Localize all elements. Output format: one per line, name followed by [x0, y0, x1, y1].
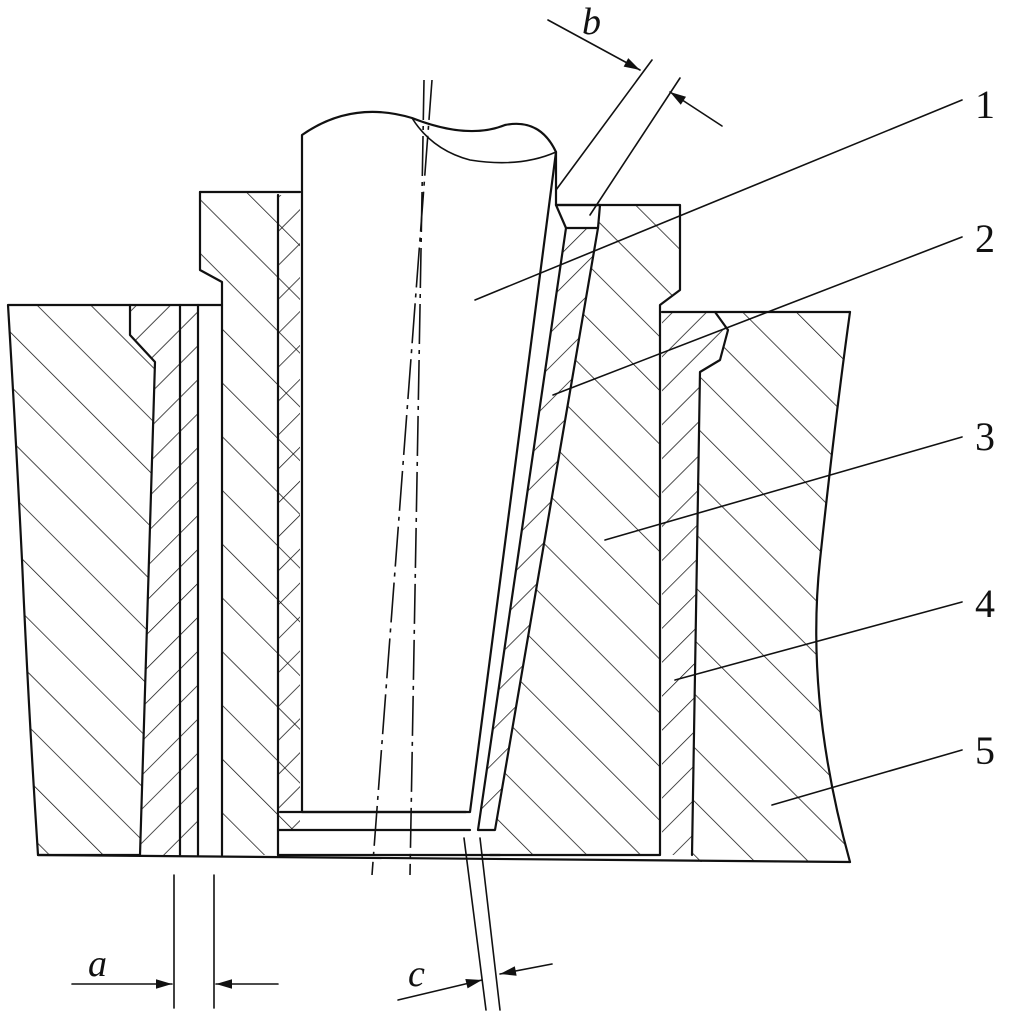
part-3-die-right	[488, 150, 682, 857]
axis-lines	[371, 79, 433, 876]
part-5-outer-body-right	[692, 310, 852, 864]
part-2-liner-left	[276, 193, 300, 857]
leader-5: 5	[771, 728, 995, 806]
leader-2: 2	[552, 216, 995, 396]
part-label-3: 3	[975, 414, 995, 459]
dimension-a-label: a	[88, 943, 107, 985]
part-3-die-left	[198, 190, 302, 857]
part-1-punch	[300, 110, 558, 814]
dimension-b-label: b	[582, 1, 601, 43]
part-label-4: 4	[975, 581, 995, 626]
part-label-5: 5	[975, 728, 995, 773]
leader-3: 3	[604, 414, 995, 541]
part-label-2: 2	[975, 216, 995, 261]
dimension-c-label: c	[408, 953, 425, 995]
dimension-b: b	[547, 1, 723, 216]
dimension-c: c	[397, 837, 553, 1011]
bottom-plates	[276, 810, 502, 857]
part-label-1: 1	[975, 82, 995, 127]
leader-4: 4	[674, 581, 995, 681]
part-5-outer-body-left	[6, 303, 157, 857]
gap-a-left	[178, 303, 224, 857]
dimension-a: a	[71, 874, 279, 1009]
base-line	[36, 853, 852, 864]
leader-1: 1	[474, 82, 995, 301]
